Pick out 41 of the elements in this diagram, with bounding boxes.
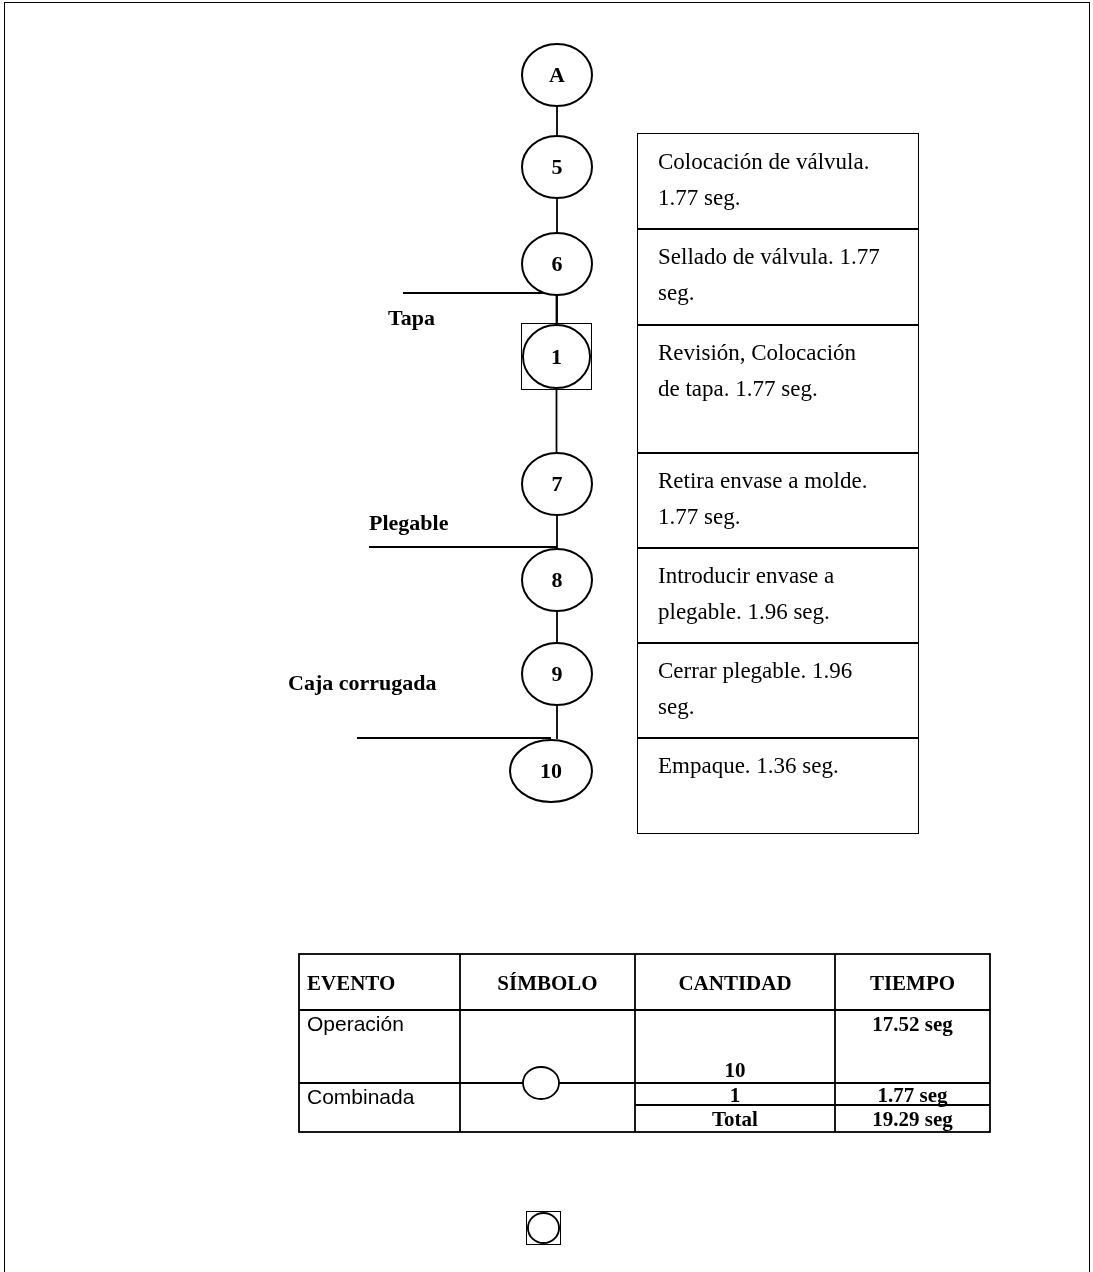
description-box: Introducir envase a plegable. 1.96 seg. [637, 547, 919, 644]
operation-circle: 9 [521, 642, 593, 706]
operation-circle: 10 [509, 739, 593, 803]
material-label: Tapa [388, 293, 468, 331]
connector-line [402, 292, 558, 324]
description-box: Cerrar plegable. 1.96 seg. [637, 642, 919, 739]
column-header: TIEMPO [869, 970, 956, 995]
operation-circle: A [521, 43, 593, 107]
connector-line [368, 546, 558, 548]
table-cell: 1 [729, 1082, 741, 1107]
connector-line [356, 737, 552, 739]
description-box: Sellado de válvula. 1.77 seg. [637, 228, 919, 326]
operation-circle: 5 [521, 135, 593, 199]
connector-line [555, 389, 558, 453]
material-label: Caja corrugada [288, 670, 503, 738]
operation-circle: 7 [521, 452, 593, 516]
material-label: Plegable [369, 510, 494, 547]
column-header: EVENTO [307, 970, 396, 995]
description-box: Revisión, Colocación de tapa. 1.77 seg. [637, 324, 919, 454]
connector-line [556, 295, 558, 324]
table-cell: Total [712, 1107, 758, 1131]
table-cell: 19.29 seg [872, 1107, 953, 1131]
description-box: Retira envase a molde. 1.77 seg. [637, 452, 919, 549]
column-header: SÍMBOLO [497, 970, 598, 995]
combined-symbol: 1 [521, 323, 592, 390]
connector-line [556, 611, 558, 643]
connector-line [556, 515, 558, 549]
table-cell: Operación [307, 1012, 404, 1036]
description-box: Empaque. 1.36 seg. [637, 737, 919, 834]
operation-circle: 8 [521, 548, 593, 612]
column-header: CANTIDAD [678, 970, 792, 995]
connector-line [556, 198, 558, 233]
table-cell: 10 [724, 1058, 746, 1082]
table-cell: 17.52 seg [872, 1012, 953, 1036]
description-box: Colocación de válvula. 1.77 seg. [637, 133, 919, 230]
table-cell: Combinada [307, 1085, 415, 1109]
combined-symbol [526, 1211, 561, 1245]
connector-line [556, 705, 558, 740]
operation-circle: 6 [521, 232, 593, 296]
table-cell: 1.77 seg [877, 1082, 948, 1107]
connector-line [556, 106, 558, 136]
